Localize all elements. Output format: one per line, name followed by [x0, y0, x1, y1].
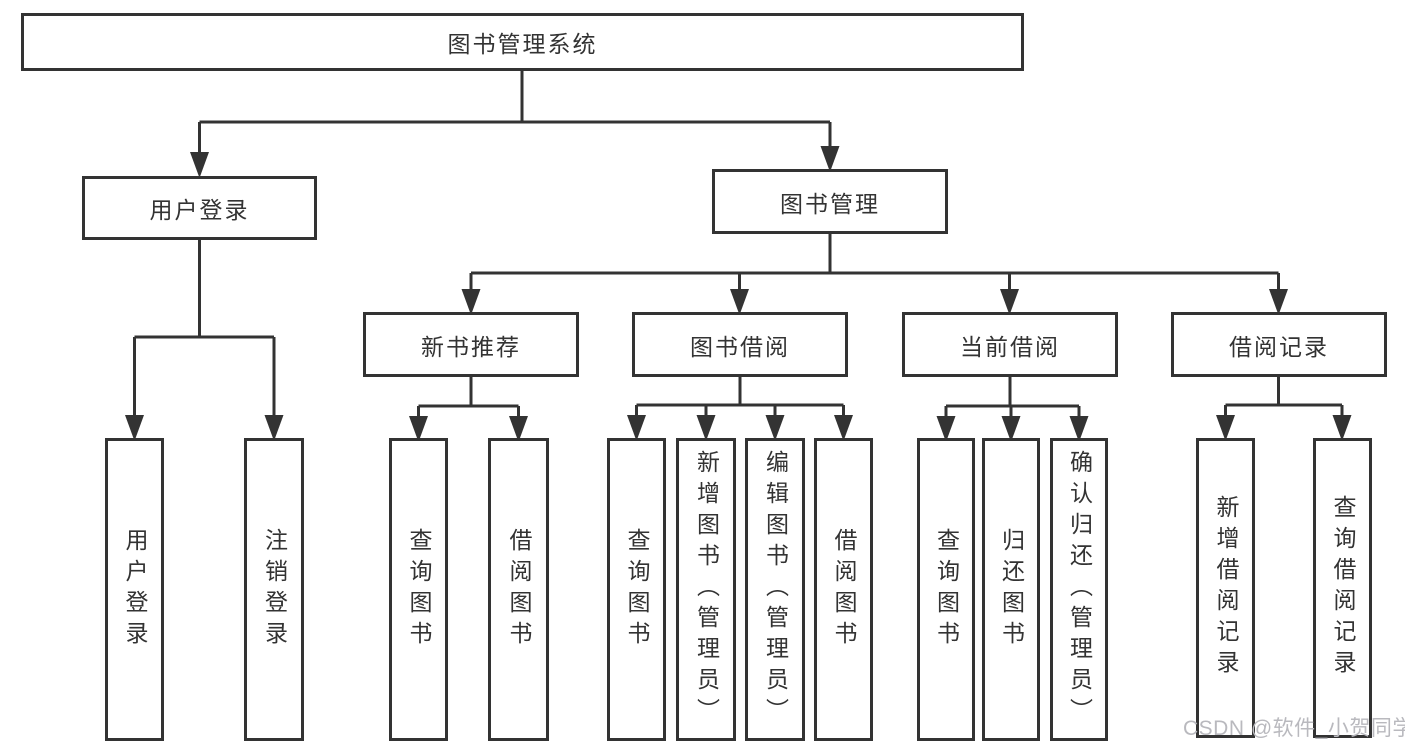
leaf-user-login-label: 用户登录 [122, 527, 148, 652]
leaf-query-books-recommend: 查询图书 [389, 438, 448, 741]
node-root-system: 图书管理系统 [21, 13, 1024, 71]
leaf-confirm-return-admin: 确认归还（管理员） [1050, 438, 1108, 741]
csdn-watermark: CSDN @软件_小贺同学 [1183, 717, 1405, 740]
leaf-add-books-admin: 新增图书（管理员） [676, 438, 736, 741]
node-root-system-label: 图书管理系统 [447, 31, 598, 57]
leaf-confirm-return-admin-label: 确认归还（管理员） [1066, 450, 1093, 729]
leaf-logout-label: 注销登录 [261, 527, 288, 652]
leaf-edit-books-admin: 编辑图书（管理员） [745, 438, 805, 741]
node-book-borrow: 图书借阅 [632, 312, 848, 377]
leaf-add-books-admin-label: 新增图书（管理员） [693, 450, 720, 729]
node-book-management: 图书管理 [712, 169, 948, 234]
leaf-return-books: 归还图书 [982, 438, 1040, 741]
leaf-edit-books-admin-label: 编辑图书（管理员） [762, 450, 789, 729]
node-new-book-recommend: 新书推荐 [363, 312, 579, 377]
leaf-query-books-borrow-label: 查询图书 [624, 527, 650, 652]
leaf-borrow-books-label: 借阅图书 [831, 527, 857, 652]
leaf-query-books-recommend-label: 查询图书 [406, 527, 432, 652]
arrowhead-group [125, 146, 1352, 442]
node-book-management-label: 图书管理 [780, 190, 880, 217]
node-book-borrow-label: 图书借阅 [690, 333, 790, 360]
leaf-return-books-label: 归还图书 [998, 527, 1025, 652]
leaf-query-borrow-record: 查询借阅记录 [1313, 438, 1372, 738]
leaf-query-borrow-record-label: 查询借阅记录 [1330, 495, 1356, 681]
leaf-borrow-books: 借阅图书 [814, 438, 873, 741]
node-borrow-records-label: 借阅记录 [1229, 333, 1329, 360]
node-user-login-label: 用户登录 [149, 197, 250, 223]
leaf-borrow-books-recommend-label: 借阅图书 [506, 527, 532, 652]
leaf-query-books-current-label: 查询图书 [933, 527, 960, 652]
node-current-borrow-label: 当前借阅 [960, 333, 1060, 360]
leaf-query-books-current: 查询图书 [917, 438, 975, 741]
leaf-add-borrow-record-label: 新增借阅记录 [1213, 495, 1239, 681]
leaf-query-books-borrow: 查询图书 [607, 438, 666, 741]
leaf-add-borrow-record: 新增借阅记录 [1196, 438, 1255, 738]
node-user-login: 用户登录 [82, 176, 317, 240]
leaf-user-login: 用户登录 [105, 438, 164, 741]
leaf-borrow-books-recommend: 借阅图书 [488, 438, 549, 741]
leaf-logout: 注销登录 [244, 438, 304, 741]
node-current-borrow: 当前借阅 [902, 312, 1118, 377]
node-new-book-recommend-label: 新书推荐 [421, 333, 521, 360]
node-borrow-records: 借阅记录 [1171, 312, 1387, 377]
